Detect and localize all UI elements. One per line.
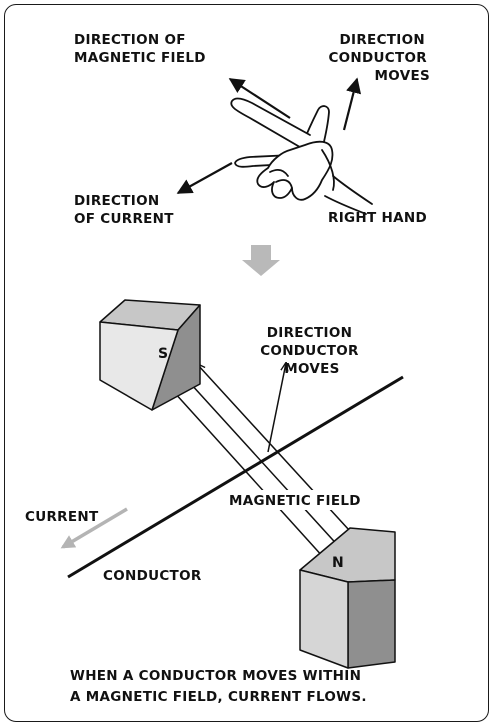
south-magnet — [99, 299, 201, 411]
conductor-wire — [67, 375, 404, 579]
label-direction-of-field: DIRECTION OF MAGNETIC FIELD — [74, 32, 206, 66]
label-conductor: CONDUCTOR — [103, 568, 202, 584]
label-magnetic-field: MAGNETIC FIELD — [229, 493, 361, 509]
north-magnet — [299, 527, 396, 669]
magnet-section: S N DIRECTION CONDUCTOR MOVES MAGNETIC F… — [25, 299, 404, 669]
label-direction-conductor-moves: DIRECTION CONDUCTOR MOVES — [328, 32, 432, 84]
down-arrow-icon — [242, 245, 280, 276]
label-direction-conductor-moves-lower: DIRECTION CONDUCTOR MOVES — [260, 325, 364, 377]
label-current: CURRENT — [25, 509, 99, 525]
current-direction-arrow — [176, 162, 233, 194]
diagram-frame — [4, 4, 489, 722]
right-hand-illustration — [230, 97, 373, 215]
caption: WHEN A CONDUCTOR MOVES WITHIN A MAGNETIC… — [70, 668, 367, 705]
current-flow-arrow — [60, 507, 128, 549]
conductor-motion-pointer — [267, 363, 286, 453]
north-pole-label: N — [332, 555, 344, 571]
field-direction-arrow — [228, 78, 291, 119]
hand-rule-section: DIRECTION OF MAGNETIC FIELD DIRECTION CO… — [74, 32, 432, 227]
label-direction-of-current: DIRECTION OF CURRENT — [74, 193, 174, 227]
motion-direction-arrow — [342, 77, 362, 131]
label-right-hand: RIGHT HAND — [328, 210, 427, 226]
field-label-background — [226, 490, 378, 510]
south-pole-label: S — [158, 346, 168, 362]
